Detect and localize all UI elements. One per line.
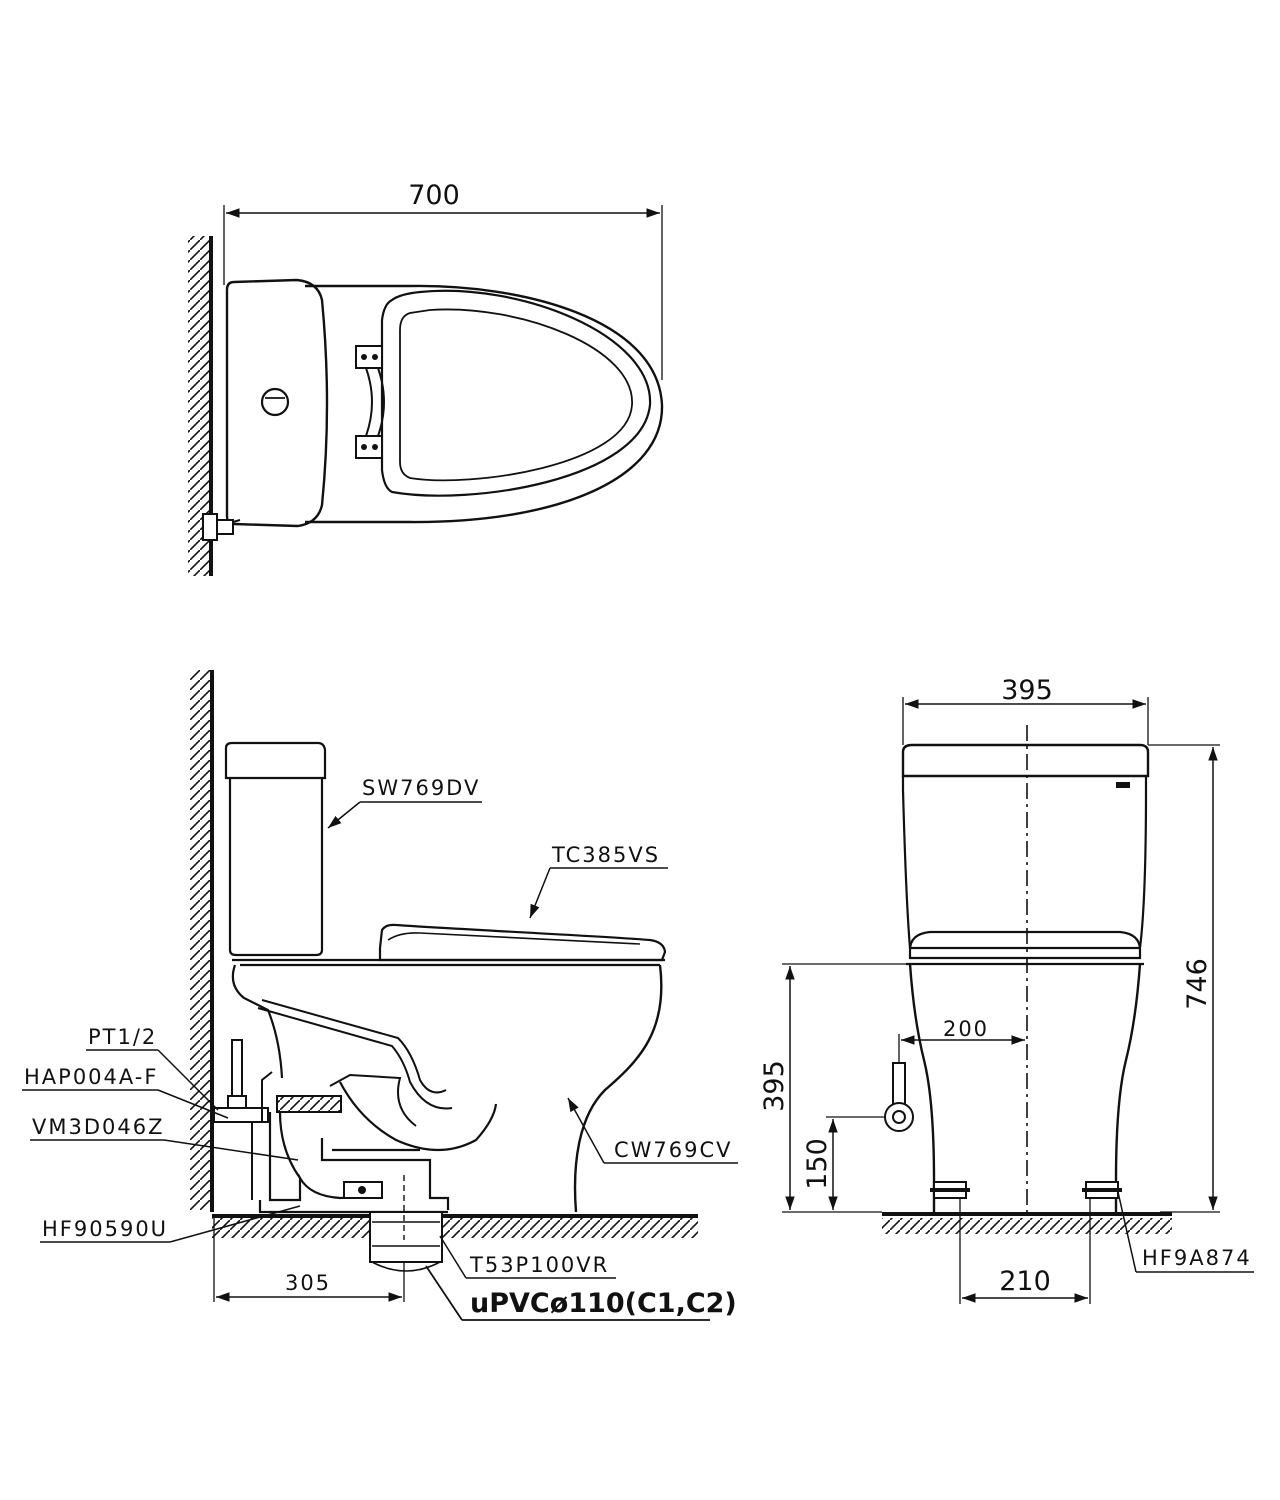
front-dim-210: 210 [959,1198,1091,1304]
side-floor-hatch [212,1218,698,1238]
front-supply-valve-icon [884,1062,914,1132]
front-dim-395-width: 395 [902,675,1149,745]
side-dim-305-text: 305 [285,1271,331,1295]
top-tank [225,278,329,528]
side-label-flange: HF90590U [40,1205,301,1243]
side-label-tank: SW769DV [327,776,482,829]
side-view: SW769DV TC385VS CW769CV PT1/2 HAP004A-F … [22,670,738,1321]
top-seat-outer [380,289,652,497]
side-label-valve: VM3D046Z [30,1115,299,1161]
side-supply-valve-icon [213,1039,273,1200]
front-dim-150-text: 150 [802,1138,833,1190]
label-pt12: PT1/2 [88,1025,157,1049]
top-wall-hatch [188,236,210,576]
front-dim-150: 150 [802,1116,885,1210]
label-hf9a874: HF9A874 [1142,1246,1252,1270]
side-label-hose: HAP004A-F [22,1065,229,1119]
front-dim-746: 746 [1148,744,1220,1213]
top-dim-700-text: 700 [408,180,460,211]
front-seat [908,930,1142,960]
front-tank [901,743,1150,778]
side-label-adapter: T53P100VR [439,1235,616,1279]
side-label-bowl: CW769CV [567,1097,738,1164]
front-dim-200: 200 [898,1017,1025,1062]
label-cw769cv: CW769CV [614,1138,733,1162]
top-hinge-icon [355,345,385,459]
label-sw769dv: SW769DV [362,776,480,800]
label-vm3d046z: VM3D046Z [32,1115,164,1139]
side-label-thread: PT1/2 [86,1025,219,1111]
front-label-bolt: HF9A874 [1117,1191,1254,1273]
side-seat [378,923,667,962]
front-dim-210-text: 210 [999,1266,1051,1297]
front-bowl [908,963,936,1212]
top-seat-inner [399,308,633,482]
side-label-seat: TC385VS [529,843,668,919]
side-label-pipe: uPVCø110(C1,C2) [425,1265,737,1321]
front-view: 395 746 395 150 200 [759,675,1254,1304]
top-flush-button-icon [260,387,290,417]
front-dim-200-text: 200 [943,1017,989,1041]
side-dim-305: 305 [213,1218,405,1302]
side-drain [258,1095,450,1272]
front-bolt-icon [930,1181,1122,1199]
front-dim-746-text: 746 [1182,958,1213,1010]
top-bowl [305,284,664,524]
top-dim-700: 700 [223,180,663,380]
front-dim-395-height-text: 395 [759,1060,790,1112]
front-dim-395-width-text: 395 [1001,675,1053,706]
label-hap004a-f: HAP004A-F [24,1065,158,1089]
top-supply-valve-icon [202,513,241,541]
label-tc385vs: TC385VS [551,843,660,867]
top-view: 700 [188,180,664,576]
label-hf90590u: HF90590U [42,1217,168,1241]
side-tank [224,741,327,957]
label-t53p100vr: T53P100VR [469,1253,609,1277]
side-wall-hatch [190,670,212,1210]
front-dim-395-height: 395 [759,963,906,1213]
front-floor-hatch [882,1218,1172,1234]
label-upvc110: uPVCø110(C1,C2) [470,1288,737,1319]
side-bowl [573,964,663,1213]
